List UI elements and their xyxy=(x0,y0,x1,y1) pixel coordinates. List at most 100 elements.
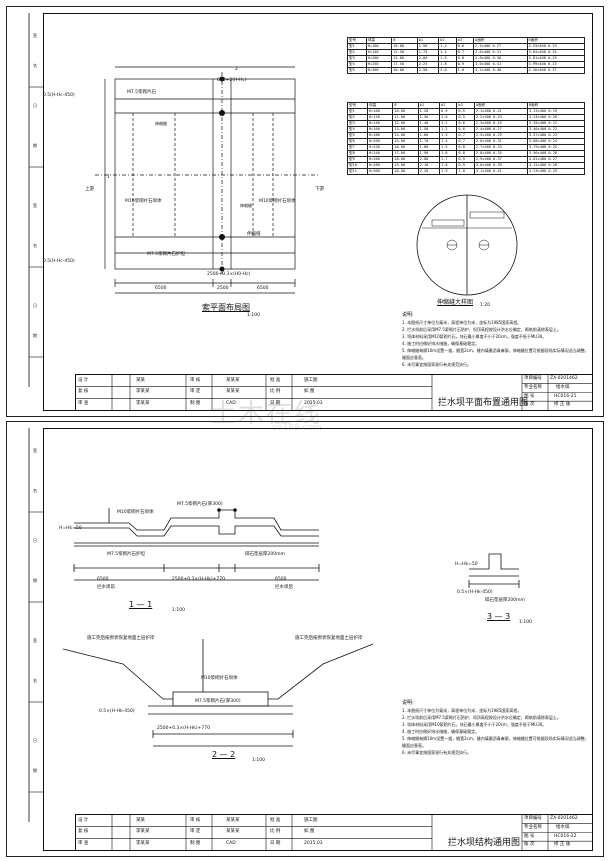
tb1-discipline: 给水排 xyxy=(556,385,570,390)
svg-text:名: 名 xyxy=(33,487,37,493)
s11-upstream: 拦水坝前 xyxy=(97,585,115,590)
tb1-discipline-label: 专业名称 xyxy=(524,385,542,390)
note-item: 4. 施工时应做好排水措施，确保基础稳定。 xyxy=(402,729,480,734)
tb2-reviewer: 某某某 xyxy=(226,818,240,823)
section-3-3-scale: 1:100 xyxy=(519,620,532,625)
tb2-designer-label: 设 计 xyxy=(78,818,89,823)
s11-water-level: H=Hk=50 xyxy=(59,526,82,531)
table-cell: H=300 xyxy=(365,67,393,74)
svg-text:期: 期 xyxy=(33,142,37,148)
svg-text:伸缩缝: 伸缩缝 xyxy=(155,120,167,126)
table-cell: 型11 xyxy=(347,168,368,175)
tb1-drawing-no: HC016-21 xyxy=(554,394,577,399)
tb2-stage: 施工图 xyxy=(304,818,318,823)
plan-dim-top: 650+2(H-Hc) xyxy=(217,78,247,83)
plan-label-expansion-joint: 伸缩缝 xyxy=(247,232,261,237)
s22-bank-right: 施工完后按原状恢复地面土层护岸 xyxy=(295,636,363,641)
plan-label-apron-down: M7.5浆砌片石护坦 xyxy=(147,252,186,257)
section-1-1-scale: 1:100 xyxy=(172,608,185,613)
title-block-grid xyxy=(76,375,592,410)
tb1-project-no: ZX-0201462 xyxy=(550,376,578,381)
plan-label-downstream: 下游 xyxy=(315,187,324,192)
note-item: 2. 拦水坝前后采用M7.5浆砌片石防护，坝顶高程按设计洪水位确定，砌筑前清除表… xyxy=(402,715,561,720)
section-3-3-title: 3 — 3 xyxy=(487,612,511,621)
tb1-scale-label: 比 例 xyxy=(270,389,281,394)
table-cell: 20.00 xyxy=(391,67,418,74)
s33-cushion: 碎石垫层厚200mm xyxy=(485,598,525,603)
notes-heading: 说明: xyxy=(402,312,414,318)
tb1-inspector: 李某某 xyxy=(136,401,150,406)
s33-elevation: 0.5×(H-Hk-450) xyxy=(457,590,493,595)
note-item: 1. 本图纸尺寸单位为毫米，高程单位为米，坐标为1985国家高程。 xyxy=(402,320,522,325)
title-block-grid xyxy=(76,815,592,850)
sheet-1-title-block: 设 计 某某 审 核 某某某 批 准 施工图 复 核 李某某 审 定 某某某 比… xyxy=(75,374,593,411)
plan-section-mark-1: 1 xyxy=(107,175,110,180)
s11-downstream: 拦水坝后 xyxy=(275,585,293,590)
plan-title: 索平面布局图 xyxy=(202,303,250,312)
s11-mortar-label: M7.5浆砌片石(厚300) xyxy=(177,502,223,507)
s11-dim-1: 6500 xyxy=(97,577,109,582)
tb1-drawing-no-label: 图 号 xyxy=(524,394,535,399)
sheet-1-notes: 说明:1. 本图纸尺寸单位为毫米，高程单位为米，坐标为1985国家高程。2. 拦… xyxy=(402,312,592,368)
tb1-approve-label: 批 准 xyxy=(270,378,281,383)
plan-dim-bottom: 2500+0.3×(H0-Hc) xyxy=(207,272,251,277)
tb2-drawing-title: 拦水坝结构通用图 xyxy=(448,838,521,848)
svg-text:日: 日 xyxy=(33,738,37,743)
plan-label-upstream: 上游 xyxy=(85,187,94,192)
s22-mortar-label: M7.5浆砌片石(厚300) xyxy=(195,699,241,704)
table-cell: 2.0 xyxy=(438,67,457,74)
tb1-drafter-label: 制 图 xyxy=(190,401,201,406)
notes-heading: 说明: xyxy=(402,700,414,706)
tb1-reviewer-label: 审 核 xyxy=(190,378,201,383)
svg-text:期: 期 xyxy=(33,577,37,583)
plan-dim-c: 6500 xyxy=(257,286,269,291)
s11-dim-3: 6500 xyxy=(275,577,287,582)
s11-cushion-label: 碎石垫层厚200mm xyxy=(245,552,285,557)
sheet-1-margin-marks: 签名 日期 签名 日期 xyxy=(28,13,43,387)
tb2-drawing-no: HC016-22 xyxy=(554,834,577,839)
tb2-inspector: 李某某 xyxy=(136,841,150,846)
plan-label-dam-body-right: M10浆砌片石坝体 xyxy=(259,199,296,204)
s33-water-level: H=Hk=50 xyxy=(455,562,478,567)
tb2-approver: 某某某 xyxy=(226,829,240,834)
s22-bank-left: 施工完后按原状恢复地面土层护岸 xyxy=(87,636,155,641)
expansion-joint-detail xyxy=(416,194,518,296)
tb2-reviewer-label: 审 核 xyxy=(190,818,201,823)
svg-text:期: 期 xyxy=(33,767,37,773)
table-cell: 2.20 xyxy=(417,168,441,175)
tb2-checker: 李某某 xyxy=(136,829,150,834)
section-2-2-scale: 1:100 xyxy=(252,758,265,763)
tb2-scale-label: 比 例 xyxy=(270,829,281,834)
tb1-inspector-label: 审 查 xyxy=(78,401,89,406)
tb2-version: 修 正 版 xyxy=(554,842,571,847)
tb1-designer-label: 设 计 xyxy=(78,378,89,383)
note-item: 6. 未尽事宜按国家现行有关规范执行。 xyxy=(402,362,472,367)
s22-elevation: 0.5×(H-Hk-450) xyxy=(99,709,135,714)
section-1-1-title: 1 — 1 xyxy=(129,600,153,609)
s22-dam-label: M10浆砌片石坝体 xyxy=(201,676,238,681)
table-cell: H=300 xyxy=(366,168,394,175)
table-cell: 3.1×400 0.41 xyxy=(473,168,528,175)
tb2-version-label: 版 次 xyxy=(524,842,535,847)
dam-plan-drawing: 伸缩缝 伸缩缝 xyxy=(95,66,320,294)
tb2-approve-label: 批 准 xyxy=(270,818,281,823)
tb2-approver-label: 审 定 xyxy=(190,829,201,834)
tb2-scale: 如 图 xyxy=(304,829,315,834)
s11-dam-label: M10浆砌片石坝体 xyxy=(117,510,154,515)
tb1-checker: 李某某 xyxy=(136,389,150,394)
sheet-2-notes: 说明:1. 本图纸尺寸单位为毫米，高程单位为米，坐标为1985国家高程。2. 拦… xyxy=(402,700,592,756)
section-2-2-title: 2 — 2 xyxy=(212,750,236,759)
tb1-drafter: CAD xyxy=(226,401,236,406)
svg-text:日: 日 xyxy=(33,303,37,308)
plan-label-apron-up: M7.5浆砌片石 xyxy=(127,90,157,95)
tb2-drafter-label: 制 图 xyxy=(190,841,201,846)
tb1-scale: 如 图 xyxy=(304,389,315,394)
svg-text:名: 名 xyxy=(33,62,37,68)
tb1-drawing-title: 拦水坝平面布置通用图 xyxy=(438,398,529,408)
note-item: 6. 未尽事宜按国家现行有关规范执行。 xyxy=(402,750,472,755)
plan-label-dam-body-left: M10浆砌片石坝体 xyxy=(125,199,162,204)
